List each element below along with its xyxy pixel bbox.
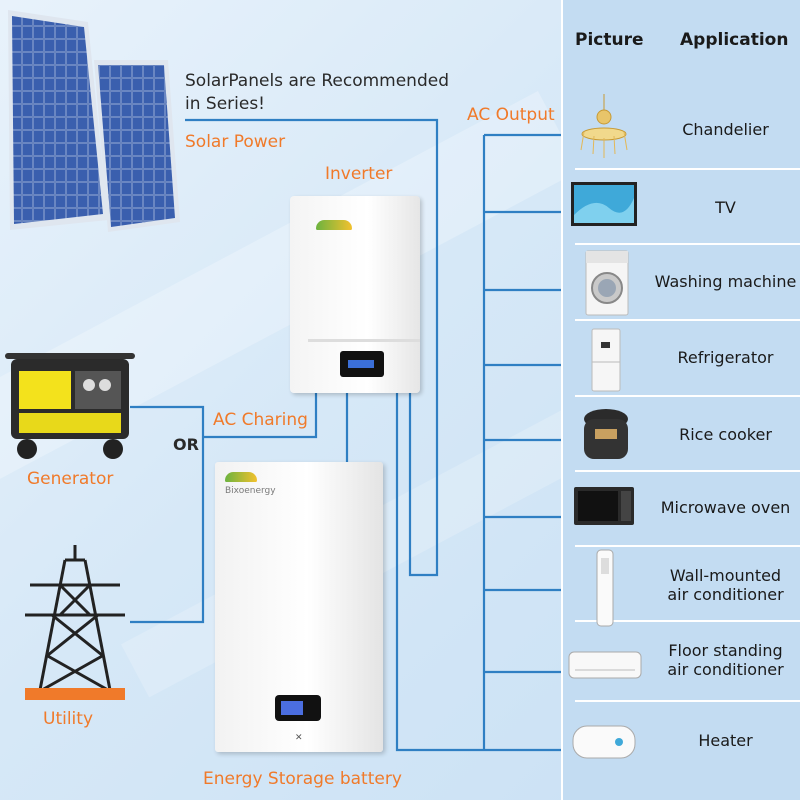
microwave-icon: [574, 487, 634, 525]
list-item: Wall-mounted air conditioner: [649, 566, 800, 604]
battery-unit: Bixoenergy ✕: [215, 462, 383, 752]
utility-label: Utility: [43, 709, 94, 729]
list-item: Heater: [698, 731, 753, 750]
washing-machine-icon: [585, 250, 629, 316]
battery-logo-icon: [225, 472, 257, 482]
inverter-divider: [308, 339, 420, 342]
floor-ac-label: Floor standing air conditioner: [667, 641, 784, 679]
solar-wire: [185, 118, 439, 577]
list-item: Washing machine: [654, 272, 797, 291]
ac-charging-label: AC Charing: [213, 410, 308, 430]
ac-charging-wire: [203, 393, 318, 439]
list-item: Microwave oven: [660, 498, 791, 517]
list-item: Chandelier: [682, 120, 769, 139]
tv-icon: [571, 182, 637, 226]
solar-panels-icon: [8, 10, 180, 232]
list-item: TV: [715, 198, 736, 217]
generator-wire: [130, 405, 205, 437]
floor-ac-icon: [568, 651, 642, 679]
list-item: Floor standing air conditioner: [649, 641, 800, 679]
header-application: Application: [680, 30, 789, 50]
header-picture: Picture: [575, 30, 644, 50]
series-note: SolarPanels are Recommended in Series!: [185, 70, 449, 116]
generator-icon: [5, 353, 135, 459]
battery-brand: Bixoenergy: [225, 486, 276, 496]
or-label: OR: [173, 435, 199, 454]
inverter-display: [340, 351, 384, 377]
battery-label: Energy Storage battery: [203, 769, 402, 789]
chandelier-icon: [580, 94, 628, 158]
heater-icon: [572, 725, 636, 759]
series-note-line1: SolarPanels are Recommended: [185, 71, 449, 91]
ac-output-label: AC Output: [467, 105, 555, 125]
solar-power-label: Solar Power: [185, 132, 286, 152]
wall-ac-icon: [596, 549, 614, 627]
utility-wire: [130, 437, 205, 624]
battery-display: [275, 695, 321, 721]
application-table: Picture Application Chandelier TV: [561, 0, 800, 800]
list-item: Refrigerator: [677, 348, 774, 367]
utility-tower-icon: [25, 545, 125, 700]
inverter-logo-icon: [316, 220, 352, 230]
inverter-output-wire: [395, 393, 484, 752]
refrigerator-icon: [591, 328, 621, 392]
rice-cooker-icon: [584, 409, 628, 459]
list-item: Rice cooker: [679, 425, 772, 444]
battery-power-icon: ✕: [295, 732, 303, 742]
inverter-unit: [290, 196, 420, 393]
generator-label: Generator: [27, 469, 114, 489]
series-note-line2: in Series!: [185, 94, 265, 114]
inverter-label: Inverter: [325, 164, 393, 184]
wall-ac-label: Wall-mounted air conditioner: [667, 566, 784, 604]
